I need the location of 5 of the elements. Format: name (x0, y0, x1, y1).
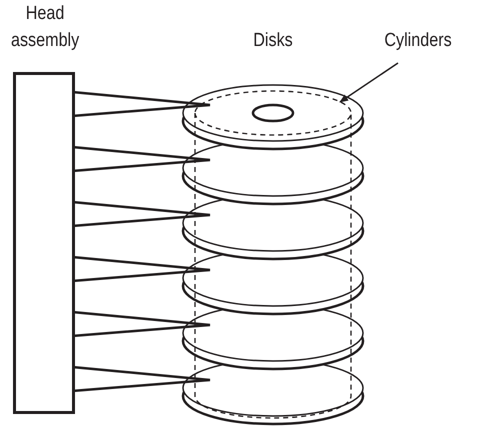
callout-label: Cylinders (383, 29, 453, 53)
part-label: Disks (252, 29, 294, 53)
callout-label: Head assembly (11, 2, 79, 53)
cylinder-outline (194, 90, 352, 419)
leader-arrow (339, 62, 398, 103)
